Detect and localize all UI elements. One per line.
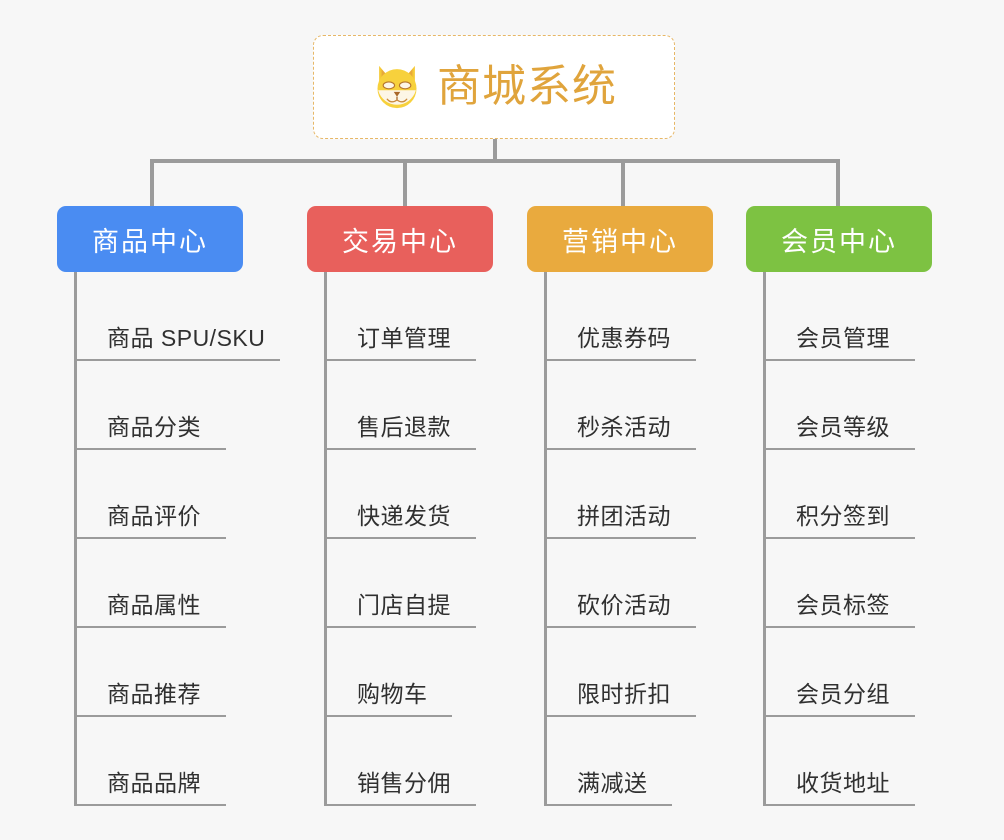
category-box-trade-center[interactable]: 交易中心: [307, 206, 493, 272]
subitem-rule: [74, 537, 226, 539]
subitem-label: 购物车: [357, 681, 428, 707]
subitem-label: 售后退款: [357, 414, 451, 440]
subitem-rule: [74, 359, 280, 361]
subitem-label: 限时折扣: [577, 681, 671, 707]
subitem-label: 商品分类: [107, 414, 201, 440]
category-box-product-center[interactable]: 商品中心: [57, 206, 243, 272]
subitem-label: 积分签到: [796, 503, 890, 529]
subitem-label: 商品属性: [107, 592, 201, 618]
subitem-rule: [74, 715, 226, 717]
subitem-label: 会员标签: [796, 592, 890, 618]
column-spine: [74, 272, 77, 806]
subitem-label: 秒杀活动: [577, 414, 671, 440]
subitem-label: 会员管理: [796, 325, 890, 351]
connector-drop-4: [836, 159, 840, 206]
subitem-label: 优惠券码: [577, 325, 671, 351]
subitem-rule: [74, 448, 226, 450]
subitem-rule: [324, 359, 476, 361]
column-spine: [763, 272, 766, 806]
category-label: 商品中心: [92, 226, 208, 257]
subitem-label: 收货地址: [796, 770, 890, 796]
subitem-label: 商品 SPU/SKU: [107, 325, 266, 351]
root-title: 商城系统: [437, 62, 617, 111]
subitem-rule: [763, 626, 915, 628]
connector-drop-2: [403, 159, 407, 206]
subitem-label: 砍价活动: [577, 592, 671, 618]
subitem-rule: [544, 537, 696, 539]
root-node-mall-system[interactable]: 商城系统: [313, 35, 675, 139]
category-label: 交易中心: [342, 226, 458, 257]
subitem-label: 会员等级: [796, 414, 890, 440]
connector-drop-1: [150, 159, 154, 206]
subitem-label: 拼团活动: [577, 503, 671, 529]
subitem-rule: [763, 359, 915, 361]
subitem-label: 商品品牌: [107, 770, 201, 796]
subitem-label: 商品评价: [107, 503, 201, 529]
category-label: 会员中心: [781, 226, 897, 257]
category-box-member-center[interactable]: 会员中心: [746, 206, 932, 272]
subitem-label: 快递发货: [357, 503, 451, 529]
subitem-label: 满减送: [577, 770, 648, 796]
subitem-rule: [763, 448, 915, 450]
subitem-rule: [324, 626, 476, 628]
column-spine: [324, 272, 327, 806]
subitem-rule: [544, 448, 696, 450]
connector-drop-3: [621, 159, 625, 206]
subitem-rule: [763, 715, 915, 717]
subitem-rule: [544, 804, 672, 806]
subitem-rule: [74, 626, 226, 628]
subitem-label: 门店自提: [357, 592, 451, 618]
column-spine: [544, 272, 547, 806]
subitem-label: 会员分组: [796, 681, 890, 707]
connector-root-stem: [493, 139, 497, 163]
subitem-rule: [324, 804, 476, 806]
shiba-dog-face-icon: [377, 65, 417, 109]
connector-horizontal-bus: [150, 159, 838, 163]
subitem-label: 商品推荐: [107, 681, 201, 707]
subitem-rule: [763, 537, 915, 539]
category-label: 营销中心: [562, 226, 678, 257]
subitem-rule: [324, 537, 476, 539]
subitem-label: 销售分佣: [357, 770, 451, 796]
subitem-rule: [324, 448, 476, 450]
subitem-rule: [763, 804, 915, 806]
subitem-rule: [544, 715, 696, 717]
subitem-rule: [544, 626, 696, 628]
subitem-label: 订单管理: [357, 325, 451, 351]
subitem-rule: [74, 804, 226, 806]
category-box-marketing-center[interactable]: 营销中心: [527, 206, 713, 272]
subitem-rule: [544, 359, 696, 361]
subitem-rule: [324, 715, 452, 717]
